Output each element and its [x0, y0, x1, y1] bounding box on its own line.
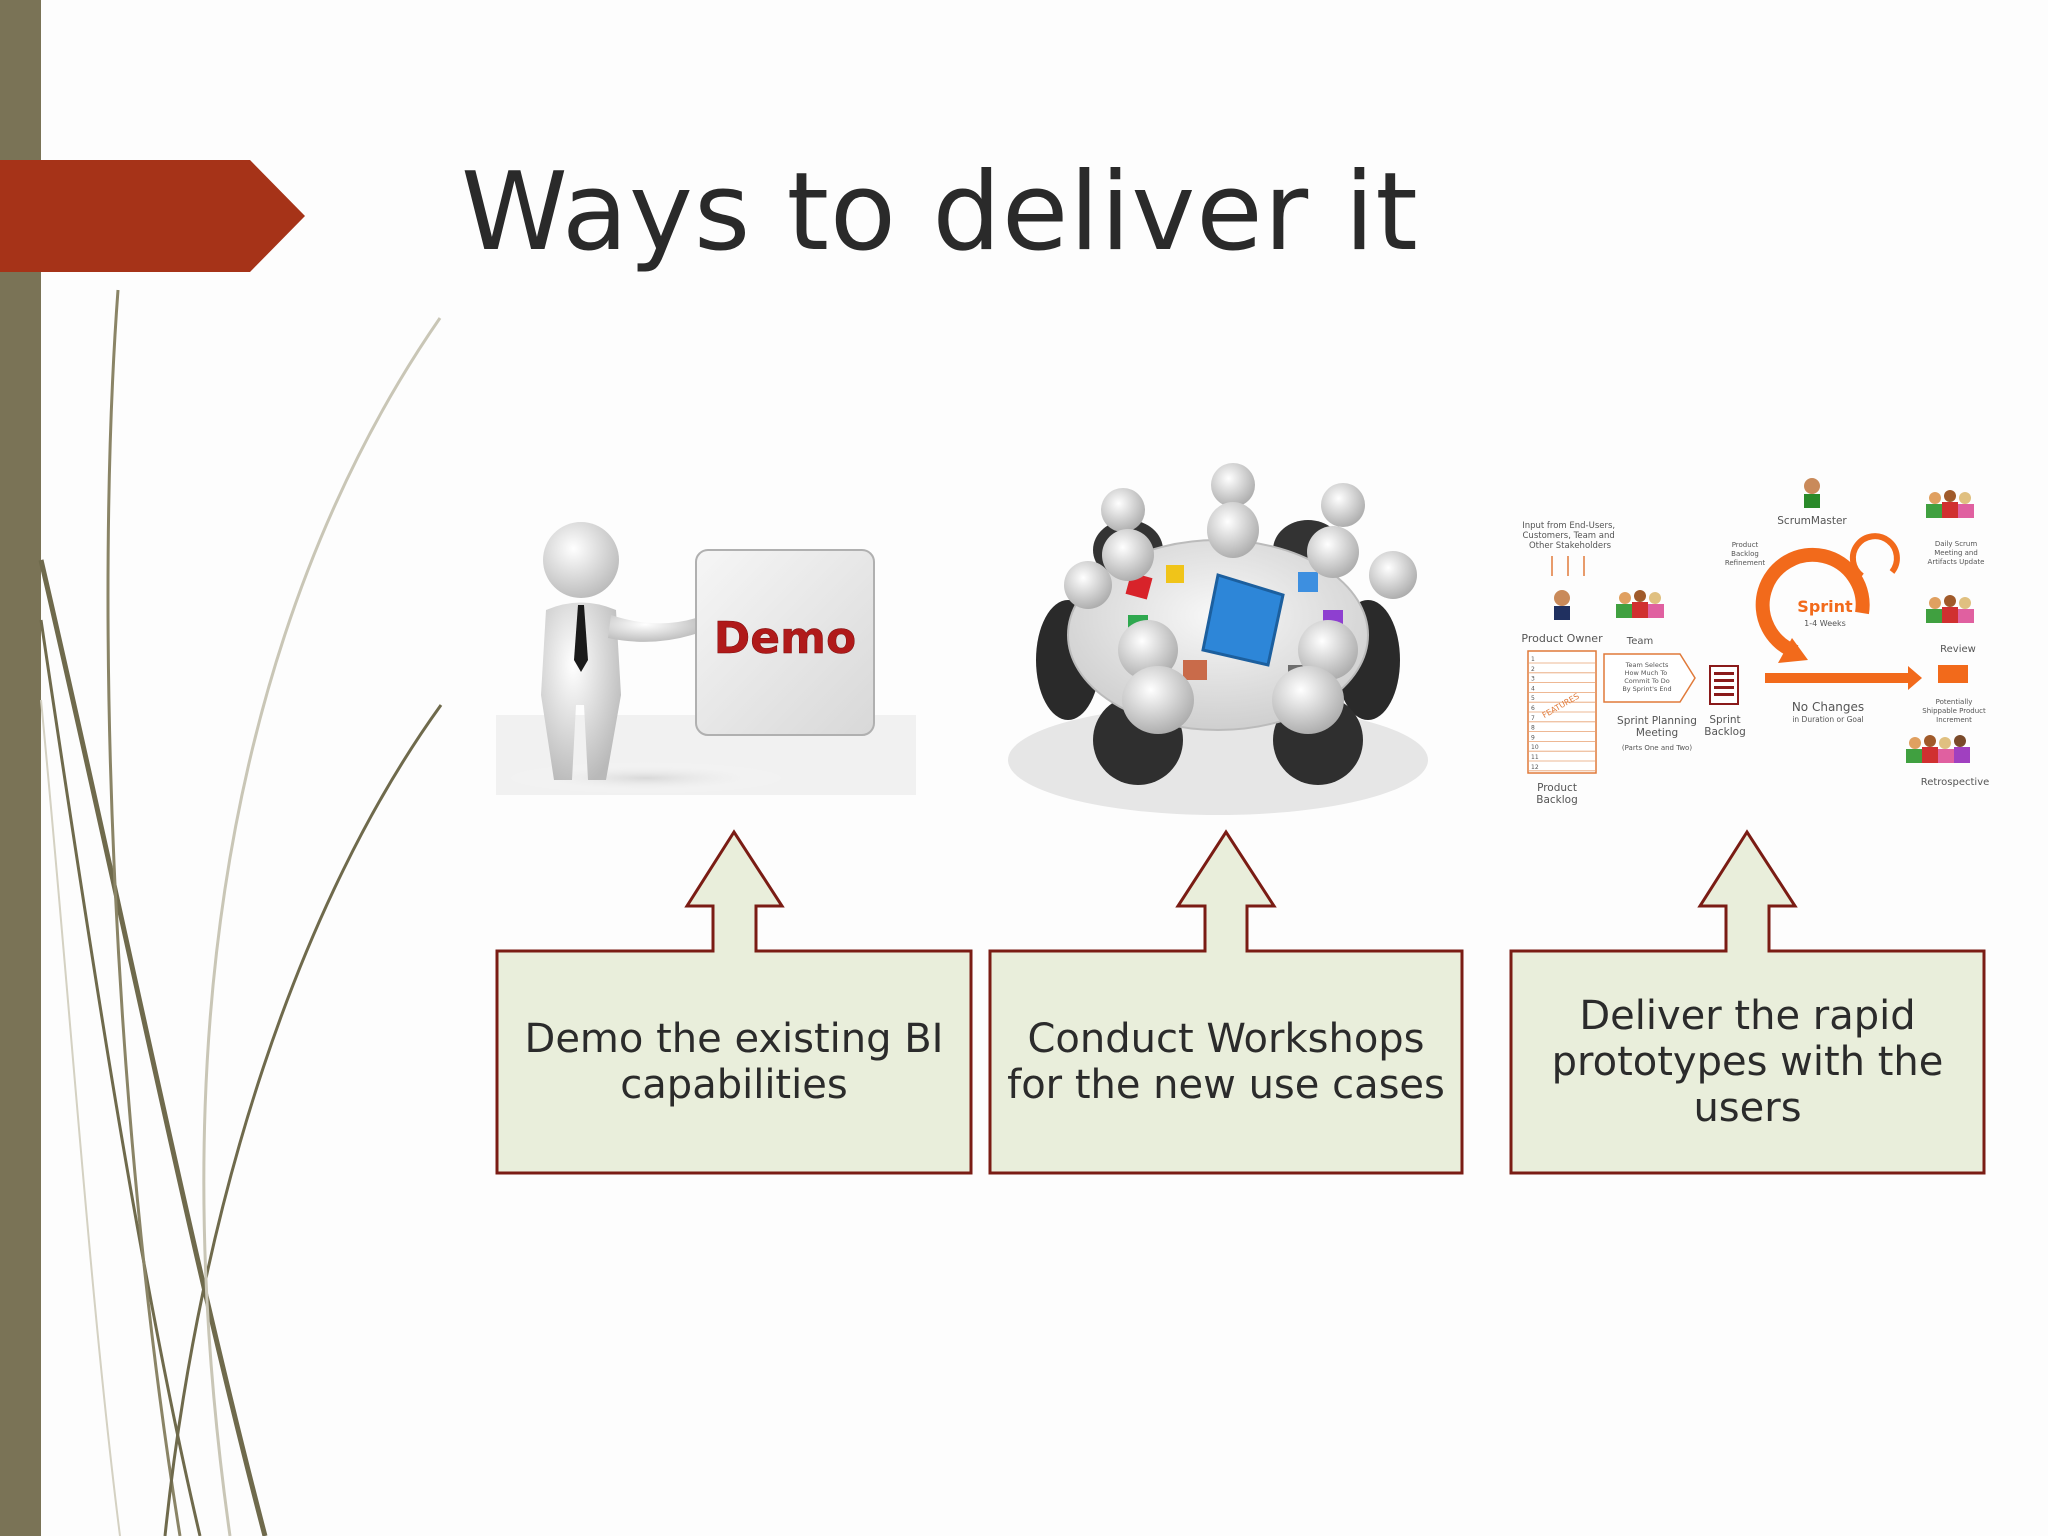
presenter-tie: [574, 605, 588, 672]
callout-2-text-box: Conduct Workshops for the new use cases: [990, 951, 1462, 1173]
workshop-person-body: [1272, 666, 1344, 734]
callout-3-shape: [1509, 829, 1986, 1175]
workshop-person-head: [1321, 483, 1365, 527]
callout-2-text: Conduct Workshops for the new use cases: [1007, 1016, 1445, 1108]
callout-1-text-box: Demo the existing BI capabilities: [497, 951, 971, 1173]
title-arrow-tab: [0, 160, 305, 272]
workshop-person-head: [1101, 488, 1145, 532]
workshop-person-head: [1211, 463, 1255, 507]
decor-stem-6: [40, 699, 121, 1536]
scrum-no-changes: No Changes: [1792, 700, 1864, 714]
scrum-input-note-line: Customers, Team and: [1523, 531, 1615, 541]
puzzle-piece: [1298, 572, 1318, 592]
workshop-person-body: [1122, 666, 1194, 734]
team-icon: [1616, 590, 1664, 618]
presenter-body: [541, 602, 621, 780]
backlog-row-number: 4: [1531, 685, 1535, 692]
team-selects-arrow: [1603, 653, 1696, 703]
callout-1-text: Demo the existing BI capabilities: [524, 1016, 944, 1108]
backlog-row-number: 5: [1531, 695, 1535, 702]
callout-3-text-box: Deliver the rapid prototypes with the us…: [1511, 951, 1984, 1173]
scrum-no-changes-sub: in Duration or Goal: [1792, 715, 1863, 724]
sprint-cycle-arrow: [1755, 547, 1870, 659]
workshop-person-body: [1102, 529, 1154, 581]
puzzle-piece: [1166, 565, 1184, 583]
scrum-sprint-label: Sprint: [1797, 597, 1853, 616]
sprint-arrowhead: [1778, 638, 1808, 663]
scrum-master-icon: [1804, 478, 1820, 494]
increment-box-icon: [1938, 665, 1968, 683]
product-owner-icon: [1554, 590, 1570, 606]
backlog-row-number: 9: [1531, 734, 1535, 741]
workshop-person-body: [1207, 502, 1259, 558]
demo-sign-text: Demo: [714, 613, 856, 664]
scrum-input-note-line: Other Stakeholders: [1529, 541, 1612, 551]
scrum-review-label: Review: [1940, 644, 1976, 655]
backlog-row-number: 3: [1531, 676, 1535, 683]
scrum-retrospective-label: Retrospective: [1921, 777, 1990, 788]
callout-2-shape: [988, 829, 1464, 1175]
slide-title: Ways to deliver it: [461, 150, 1419, 275]
workshop-person-head: [1298, 620, 1358, 680]
puzzle-piece: [1183, 660, 1207, 680]
decor-stem-3: [106, 289, 182, 1536]
scrum-input-note: Input from End-Users, Customers, Team an…: [1522, 521, 1618, 551]
presenter-head: [543, 522, 619, 598]
backlog-row-number: 8: [1531, 725, 1535, 732]
daily-scrum-icon: [1926, 490, 1974, 518]
scrum-framework-image: Input from End-Users, Customers, Team an…: [1521, 478, 1990, 806]
backlog-row-number: 7: [1531, 715, 1535, 722]
retrospective-icon: [1906, 735, 1970, 763]
scrum-master-label: ScrumMaster: [1777, 515, 1847, 527]
callout-3-text: Deliver the rapid prototypes with the us…: [1551, 993, 1944, 1131]
backlog-row-number: 6: [1531, 705, 1535, 712]
scrum-sprint-planning-sub: (Parts One and Two): [1622, 744, 1692, 752]
decor-stem-2: [39, 619, 202, 1536]
decor-stem-5: [202, 317, 442, 1536]
backlog-row-number: 10: [1531, 744, 1539, 751]
workshop-table-image: [1008, 463, 1428, 815]
backlog-row-number: 1: [1531, 656, 1535, 663]
backlog-row-number: 2: [1531, 666, 1535, 673]
decor-stem-4: [163, 704, 443, 1536]
demo-figure-shadow: [506, 762, 786, 794]
workshop-person-head: [1118, 620, 1178, 680]
scrum-product-owner-label: Product Owner: [1521, 632, 1603, 645]
review-icon: [1926, 595, 1974, 623]
demo-sign-board: [695, 549, 875, 736]
backlog-row-number: 11: [1531, 754, 1539, 761]
backlog-row-number: 12: [1531, 764, 1539, 771]
sprint-small-loop: [1849, 533, 1900, 579]
workshop-person-head: [1369, 551, 1417, 599]
input-arrows: [1551, 556, 1585, 576]
callout-1-shape: [495, 829, 973, 1175]
workshop-person-body: [1307, 526, 1359, 578]
scrum-team-label: Team: [1626, 636, 1653, 647]
puzzle-board: [1201, 573, 1285, 667]
demo-presenter-image: Demo: [496, 522, 916, 795]
scrum-sprint-length: 1-4 Weeks: [1804, 619, 1846, 628]
presenter-arm: [608, 615, 701, 642]
workshop-person-head: [1064, 561, 1112, 609]
decor-stem-1: [38, 559, 268, 1536]
scrum-input-note-line: Input from End-Users,: [1522, 521, 1615, 531]
